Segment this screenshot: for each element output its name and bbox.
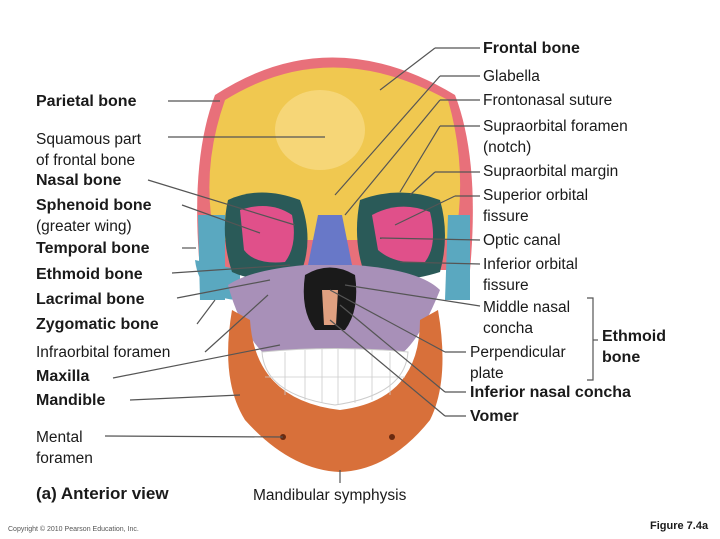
- label-temporal-bone: Temporal bone: [36, 240, 150, 257]
- label-middle-nasal-concha-line2: concha: [483, 320, 533, 337]
- label-supraorbital-foramen: Supraorbital foramen: [483, 118, 628, 135]
- label-optic-canal: Optic canal: [483, 232, 561, 249]
- label-perpendicular-plate-line2: plate: [470, 365, 504, 382]
- mandible: [228, 310, 443, 472]
- label-vomer: Vomer: [470, 408, 519, 425]
- figure-number: Figure 7.4a: [650, 520, 709, 532]
- label-middle-nasal-concha: Middle nasal: [483, 299, 571, 316]
- label-superior-orbital-fissure: Superior orbital: [483, 187, 589, 204]
- label-frontal-bone: Frontal bone: [483, 40, 580, 57]
- label-inferior-orbital-fissure: Inferior orbital: [483, 256, 578, 273]
- view-title: (a) Anterior view: [36, 484, 169, 503]
- label-ethmoid-group: Ethmoid: [602, 328, 666, 345]
- label-infraorbital-foramen: Infraorbital foramen: [36, 344, 171, 361]
- label-frontonasal-suture: Frontonasal suture: [483, 92, 613, 109]
- label-sphenoid-bone: Sphenoid bone: [36, 197, 152, 214]
- copyright-notice: Copyright © 2010 Pearson Education, Inc.: [8, 526, 139, 533]
- label-lacrimal-bone: Lacrimal bone: [36, 291, 145, 308]
- label-superior-orbital-fissure-line2: fissure: [483, 208, 529, 225]
- label-perpendicular-plate: Perpendicular: [470, 344, 566, 361]
- label-nasal-bone: Nasal bone: [36, 172, 122, 189]
- label-mental-foramen: Mental: [36, 429, 83, 446]
- label-ethmoid-bone-left: Ethmoid bone: [36, 266, 143, 283]
- label-mental-foramen-line2: foramen: [36, 450, 93, 467]
- label-supraorbital-margin: Supraorbital margin: [483, 163, 619, 180]
- label-ethmoid-group-line2: bone: [602, 349, 641, 366]
- nasal-bone: [308, 215, 352, 265]
- label-inferior-nasal-concha: Inferior nasal concha: [470, 384, 631, 401]
- label-squamous-part: Squamous part: [36, 131, 142, 148]
- label-maxilla: Maxilla: [36, 368, 90, 385]
- label-mandible: Mandible: [36, 392, 106, 409]
- label-sphenoid-greater-wing: (greater wing): [36, 218, 132, 235]
- label-parietal-bone: Parietal bone: [36, 93, 137, 110]
- label-squamous-part-line2: of frontal bone: [36, 152, 136, 169]
- label-inferior-orbital-fissure-line2: fissure: [483, 277, 529, 294]
- label-mandibular-symphysis: Mandibular symphysis: [253, 487, 407, 504]
- label-supraorbital-notch: (notch): [483, 139, 532, 156]
- label-glabella: Glabella: [483, 68, 540, 85]
- label-zygomatic-bone: Zygomatic bone: [36, 316, 159, 333]
